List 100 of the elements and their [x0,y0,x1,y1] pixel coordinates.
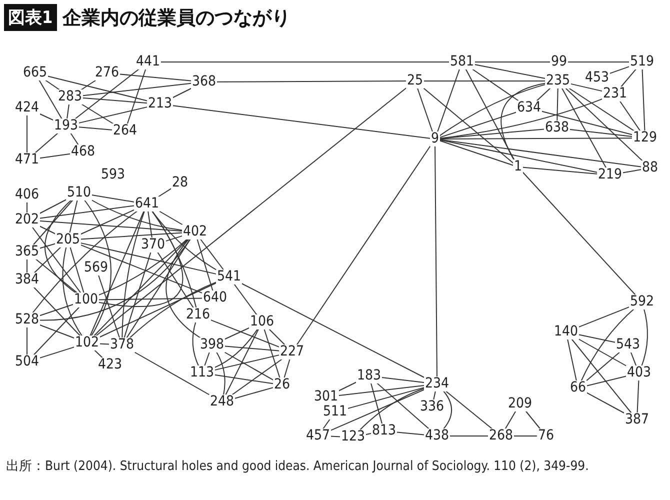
node-label: 193 [52,118,80,134]
connector-line [38,205,136,219]
connector-line [438,84,546,137]
connector-line [38,324,76,339]
node-label: 384 [14,272,40,288]
connector-line [98,282,218,338]
connector-line [118,74,192,82]
connector-line [80,242,218,275]
connector-line [438,112,518,138]
connector-line [636,378,640,415]
connector-line [464,67,516,162]
connector-line [33,257,80,295]
node-label: 25 [406,74,424,88]
connector-line [156,250,195,310]
connector-line [330,388,426,432]
connector-line [556,86,558,123]
node-label: 365 [14,244,40,260]
node-label: 543 [614,338,642,352]
source-note: 出所：Burt (2004). Structural holes and good ideas. American Journal of Sociology. 110 (2), 349-99. [6,458,590,475]
node-label: 205 [54,232,82,248]
connector-line [98,298,204,300]
connector-line [438,139,598,173]
connector-line [396,432,426,436]
connector-line [570,83,604,92]
connector-line [563,86,645,163]
connector-line [78,126,114,130]
connector-line [192,320,200,368]
node-label: 641 [134,196,160,212]
node-label: 276 [94,66,120,80]
connector-line [438,139,642,168]
connector-line [522,170,638,297]
node-label: 231 [602,86,628,102]
node-label: 541 [216,270,242,284]
node-label: 283 [56,90,84,104]
connector-line [38,78,64,121]
node-label: 403 [626,366,652,380]
connector-line [338,384,426,396]
connector-line [642,67,646,133]
node-label: 368 [190,74,218,90]
node-label: 569 [82,260,110,276]
node-label: 216 [184,308,212,322]
node-label: 102 [74,336,100,350]
connector-line [82,82,192,96]
node-label: 510 [66,186,92,200]
node-label: 66 [568,380,588,396]
node-label: 235 [544,74,572,88]
connector-line [215,350,226,397]
connector-line [438,128,546,140]
connector-line [421,86,514,164]
connector-line [164,235,184,242]
connector-line [166,237,204,340]
connector-line [38,113,55,121]
node-label: 28 [170,176,190,190]
connector-line [584,350,622,383]
connector-line [32,285,82,338]
node-label: 519 [628,54,656,70]
node-label: 370 [140,238,166,252]
connector-line [580,307,636,383]
node-label: 398 [198,338,226,352]
connector-line [62,245,84,338]
connector-line [196,237,214,293]
connector-line [88,209,146,338]
connector-line [31,198,75,247]
connector-line [443,389,495,431]
node-label: 665 [22,66,48,80]
node-label: 511 [322,404,348,420]
connector-line [578,334,616,343]
connector-line [470,67,522,103]
connector-line [374,381,432,431]
connector-line [44,198,78,295]
connector-line [214,327,259,368]
node-label: 634 [516,100,542,116]
node-label: 441 [134,54,162,70]
connector-line [69,245,85,295]
connector-line [422,80,546,82]
connector-line [123,250,152,340]
connector-line [38,304,74,316]
node-label: 402 [182,224,208,240]
connector-line [46,76,148,102]
connector-line [224,327,250,340]
connector-line [500,82,546,162]
connector-line [92,237,190,338]
connector-line [263,327,281,380]
connector-line [30,225,82,295]
connector-line [524,409,542,431]
node-label: 9 [430,132,440,146]
connector-line [232,282,258,317]
connector-line [38,237,192,321]
connector-line [90,194,136,203]
connector-line [32,305,82,357]
connector-line [586,376,628,386]
figure-number-badge: 図表1 [4,4,57,31]
connector-line [147,209,153,240]
connector-line [80,209,136,235]
connector-line [38,153,72,159]
connector-line [370,381,383,426]
connector-line [80,232,184,240]
title: 企業内の従業員のつながり [62,6,291,30]
connector-line [32,245,63,275]
connector-line [68,198,78,235]
